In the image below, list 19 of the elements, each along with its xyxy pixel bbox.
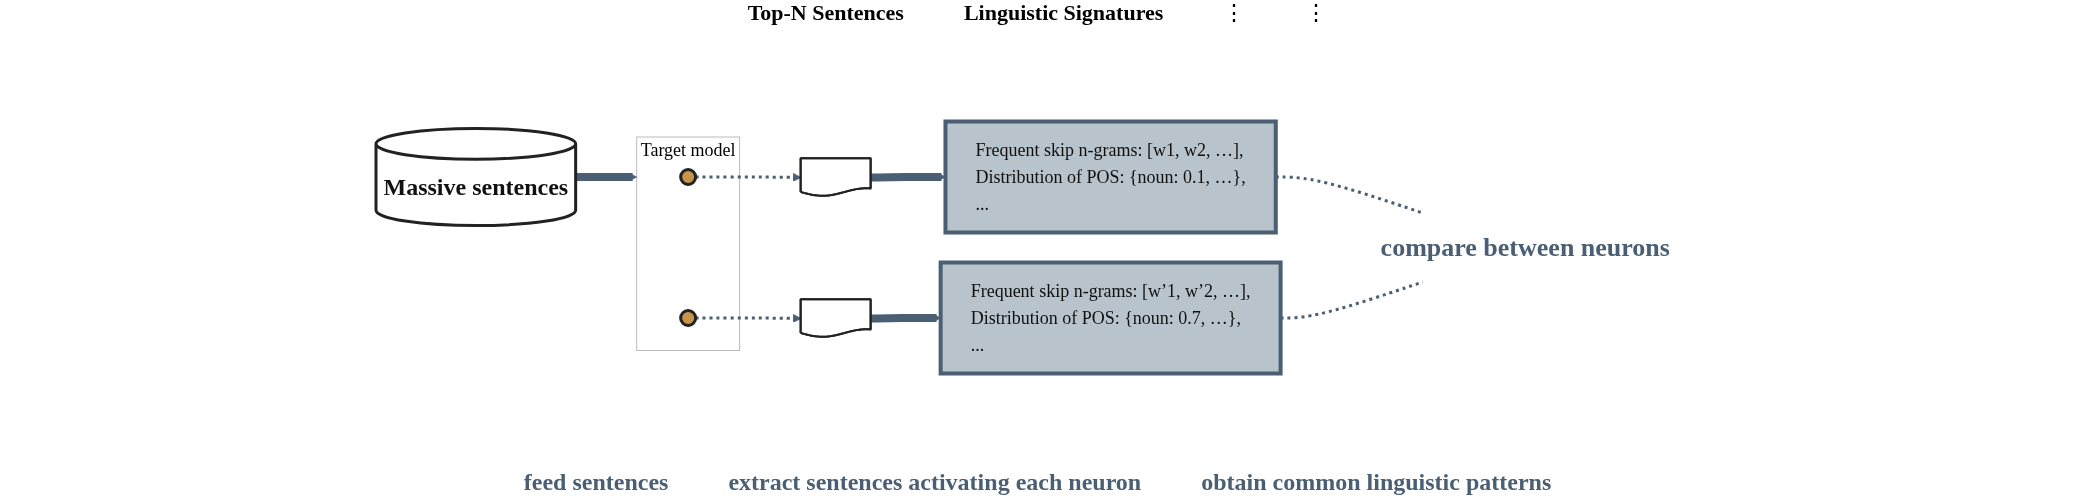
step-caption: extract sentences activating each neuron xyxy=(728,469,1142,496)
arrow xyxy=(575,172,637,182)
arrow xyxy=(870,313,941,323)
step-caption: feed sentences xyxy=(523,469,669,496)
column-heading: Linguistic Signatures xyxy=(963,0,1164,26)
column-heading: Top-N Sentences xyxy=(747,0,904,26)
continuation-dots: ⋮ xyxy=(1305,0,1328,26)
node-text: compare between neurons xyxy=(1380,233,1670,262)
node-circle xyxy=(678,309,697,327)
continuation-dots: ⋮ xyxy=(1223,0,1246,26)
arrow xyxy=(695,314,802,323)
node-box: Frequent skip n-grams: [w1, w2, …], Distribution of POS: {noun: 0.1, …}, ... xyxy=(943,119,1278,235)
arrow xyxy=(870,172,946,182)
connector xyxy=(1275,175,1423,215)
node-box: Frequent skip n-grams: [w’1, w’2, …], Distribution of POS: {noun: 0.7, …}, ... xyxy=(938,260,1283,376)
cluster: Target model xyxy=(635,136,740,351)
arrow xyxy=(695,173,802,182)
step-caption: obtain common linguistic patterns xyxy=(1201,469,1552,496)
node-circle xyxy=(678,168,697,186)
